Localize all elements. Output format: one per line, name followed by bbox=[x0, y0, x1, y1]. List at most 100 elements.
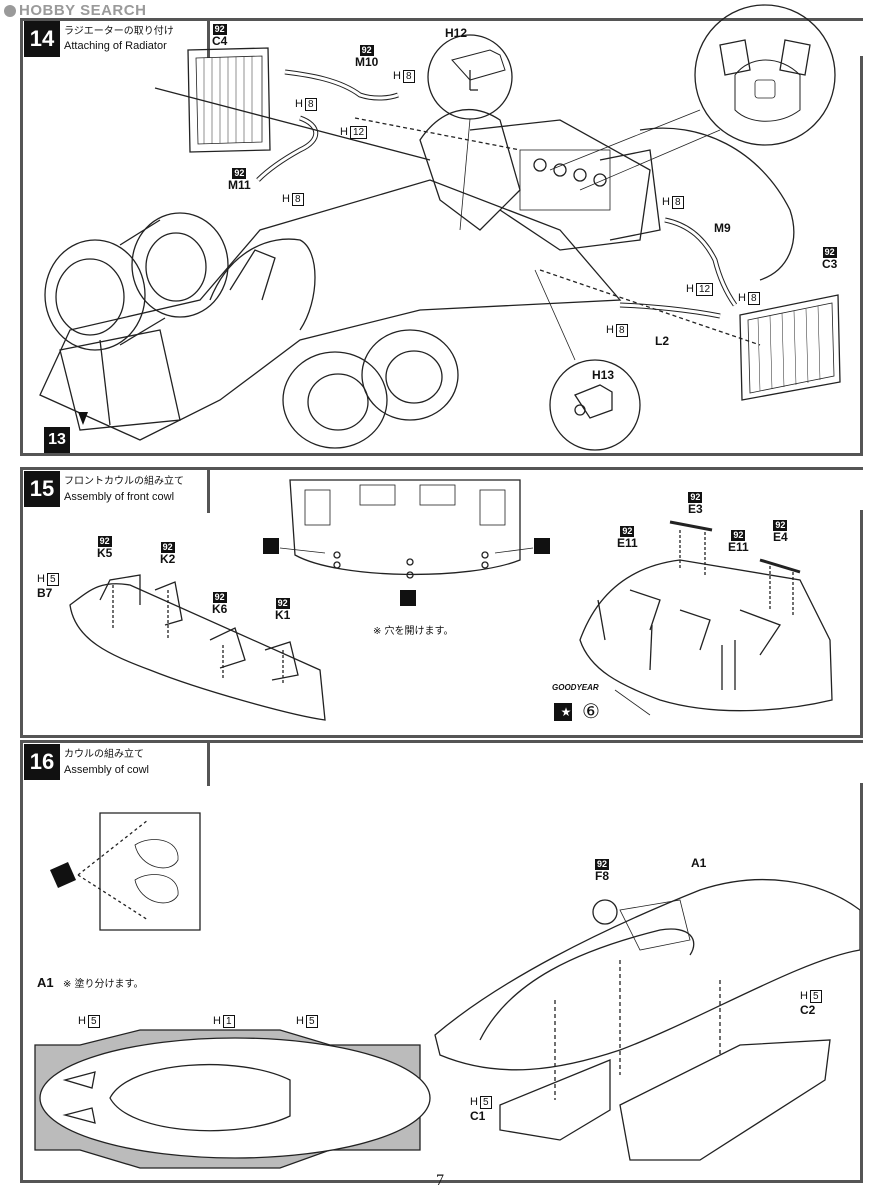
step-15-frame bbox=[20, 510, 863, 738]
paint-code: 5 bbox=[479, 1096, 492, 1109]
badge-92: 92 bbox=[688, 492, 703, 503]
paint-code: 8 bbox=[402, 70, 415, 83]
part-m11-text: M11 bbox=[228, 178, 251, 192]
drill-note: ※ 穴を開けます。 bbox=[373, 626, 454, 637]
part-e11-text: E11 bbox=[728, 540, 749, 554]
paint-prefix: H bbox=[738, 292, 746, 304]
badge-92: 92 bbox=[212, 24, 227, 35]
step-14-title-en: Attaching of Radiator bbox=[64, 40, 167, 52]
badge-92: 92 bbox=[275, 598, 290, 609]
watermark: HOBBY SEARCH bbox=[4, 2, 146, 19]
badge-92: 92 bbox=[595, 859, 610, 870]
star-decal-icon: ★ bbox=[560, 705, 572, 719]
step-15-number: 15 bbox=[24, 471, 60, 507]
step-16-frame bbox=[20, 783, 863, 1183]
part-e3-text: E3 bbox=[688, 502, 703, 516]
badge-92: 92 bbox=[359, 45, 374, 56]
paint-code: 8 bbox=[615, 324, 628, 337]
badge-92: 92 bbox=[212, 592, 227, 603]
step-16-title-ja: カウルの組み立て bbox=[64, 749, 144, 760]
badge-92: 92 bbox=[160, 542, 175, 553]
badge-92: 92 bbox=[822, 247, 837, 258]
part-label-a1-topview: A1 bbox=[37, 975, 54, 990]
paint-prefix: H bbox=[662, 196, 670, 208]
part-e4-text: E4 bbox=[773, 530, 788, 544]
step-14-frame bbox=[20, 56, 863, 456]
part-c3-text: C3 bbox=[822, 257, 838, 271]
cowl-top-view-drawing bbox=[34, 1029, 431, 1169]
paint-prefix: H bbox=[213, 1015, 221, 1027]
front-cowl-parts-drawing bbox=[69, 574, 326, 721]
watermark-logo-icon bbox=[4, 4, 16, 17]
paint-prefix: H bbox=[393, 70, 401, 82]
part-k6-text: K6 bbox=[212, 602, 228, 616]
paint-prefix: H bbox=[800, 990, 808, 1002]
part-label-a1: A1 bbox=[691, 856, 707, 870]
callout-pump-circle bbox=[694, 4, 836, 146]
paint-prefix: H bbox=[470, 1096, 478, 1108]
front-wheels-drawing bbox=[282, 329, 459, 449]
paint-code: 5 bbox=[46, 573, 59, 586]
part-k1-text: K1 bbox=[275, 608, 291, 622]
paint-code: 5 bbox=[809, 990, 822, 1003]
part-label-c1: C1 bbox=[470, 1109, 486, 1123]
callout-h13-circle bbox=[549, 359, 641, 451]
stripe-decal-icon bbox=[50, 862, 76, 888]
cowl-assembly-drawing bbox=[434, 878, 861, 1161]
step-14-number: 14 bbox=[24, 21, 60, 57]
badge-92: 92 bbox=[620, 526, 635, 537]
chassis-drawing bbox=[39, 108, 795, 441]
part-label-b7: B7 bbox=[37, 586, 53, 600]
paint-code: 5 bbox=[87, 1015, 100, 1028]
part-c4-text: C4 bbox=[212, 34, 228, 48]
goodyear-logo: GOODYEAR bbox=[552, 683, 599, 692]
paint-code: 8 bbox=[671, 196, 684, 209]
part-label-h12: H12 bbox=[445, 26, 468, 40]
paint-prefix: H bbox=[78, 1015, 86, 1027]
watermark-text: HOBBY SEARCH bbox=[19, 2, 147, 19]
part-k2-text: K2 bbox=[160, 552, 176, 566]
part-f8-text: F8 bbox=[595, 869, 610, 883]
step-16-top-rule bbox=[205, 740, 863, 743]
paint-code: 1 bbox=[222, 1015, 235, 1028]
step-16-title-en: Assembly of cowl bbox=[64, 764, 149, 776]
paint-prefix: H bbox=[340, 126, 348, 138]
paint-code: 8 bbox=[747, 292, 760, 305]
page-number: 7 bbox=[436, 1172, 444, 1189]
step-15-title-ja: フロントカウルの組み立て bbox=[64, 476, 184, 487]
ref-step-13: 13 bbox=[44, 427, 70, 453]
badge-92: 92 bbox=[773, 520, 788, 531]
paint-code: 12 bbox=[349, 126, 368, 139]
decal-number-6: ⑥ bbox=[582, 701, 600, 723]
part-m10-text: M10 bbox=[355, 55, 379, 69]
radiator-c4-drawing bbox=[187, 47, 271, 153]
badge-92: 92 bbox=[731, 530, 746, 541]
paint-code: 8 bbox=[304, 98, 317, 111]
cowl-inner-detail-drawing bbox=[77, 812, 201, 931]
step-14-title-ja: ラジエーターの取り付け bbox=[64, 26, 174, 37]
part-label-c2: C2 bbox=[800, 1003, 816, 1017]
paint-code: 5 bbox=[305, 1015, 318, 1028]
part-label-m9: M9 bbox=[714, 221, 731, 235]
part-label-h13: H13 bbox=[592, 368, 615, 382]
rear-wheels-drawing bbox=[44, 212, 229, 351]
step-14-top-rule bbox=[205, 18, 863, 21]
